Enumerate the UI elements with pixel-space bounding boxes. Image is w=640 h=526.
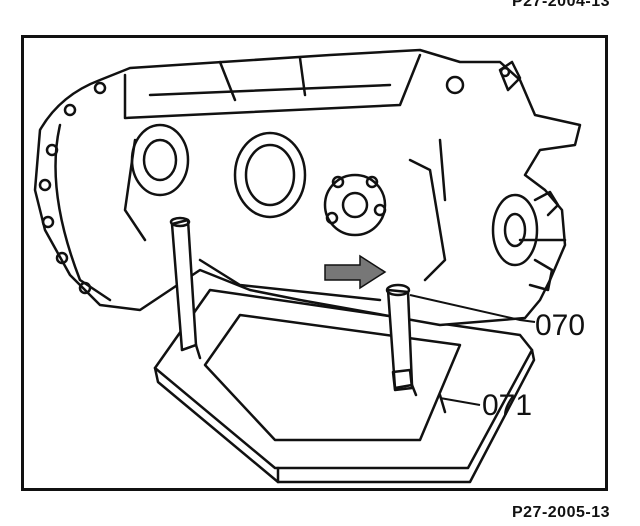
leader-line-071 bbox=[439, 397, 481, 406]
gear-cluster bbox=[323, 173, 387, 237]
output-flange bbox=[491, 193, 539, 267]
stand-base-inner bbox=[203, 313, 462, 442]
center-bore bbox=[233, 131, 307, 219]
direction-arrow bbox=[324, 254, 387, 290]
callout-070: 070 bbox=[535, 309, 585, 342]
transmission-housing bbox=[33, 48, 582, 327]
figure-frame bbox=[21, 35, 608, 491]
leader-line-070 bbox=[409, 294, 536, 323]
figure-reference-bottom: P27-2005-13 bbox=[511, 504, 610, 521]
figure-reference-top: P27-2004-13 bbox=[511, 0, 610, 10]
callout-071: 071 bbox=[482, 389, 532, 422]
